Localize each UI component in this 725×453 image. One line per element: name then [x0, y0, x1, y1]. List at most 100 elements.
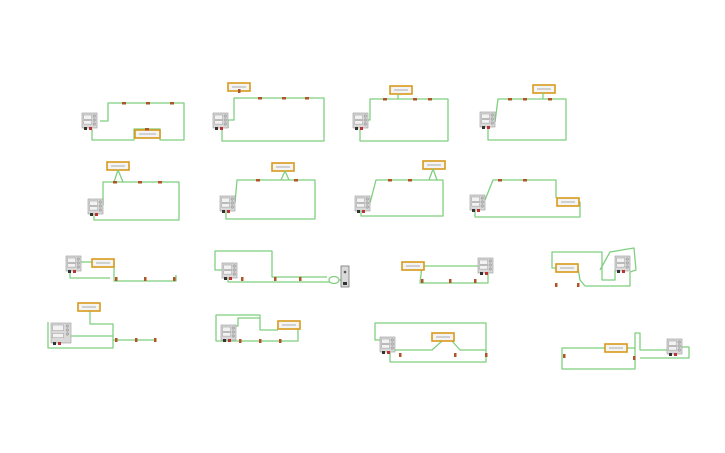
resistor — [115, 277, 118, 281]
device-screen — [616, 257, 625, 263]
resistor — [146, 102, 150, 105]
meter-device — [614, 255, 631, 273]
terminal — [73, 270, 76, 273]
wire — [360, 179, 444, 217]
resistor — [548, 98, 552, 101]
device-screen — [479, 259, 488, 265]
device-screen — [214, 114, 223, 120]
device-knob — [625, 265, 629, 269]
device-knob — [232, 268, 236, 272]
resistor — [258, 97, 262, 100]
device-knob — [488, 267, 492, 271]
resistor — [485, 353, 488, 357]
device-knob — [230, 205, 234, 209]
device-screen — [616, 263, 625, 268]
resistor — [241, 277, 244, 281]
resistor — [173, 277, 176, 281]
wire — [428, 168, 438, 181]
device-screen — [221, 203, 230, 208]
component-label — [277, 320, 301, 330]
device-screen — [354, 120, 363, 125]
device-screen — [668, 340, 677, 346]
terminal — [227, 210, 230, 213]
device-screen — [471, 196, 480, 202]
device-knob — [98, 208, 102, 212]
component-label — [106, 161, 130, 171]
wire-loop — [328, 275, 340, 285]
device-screen — [479, 265, 488, 270]
meter-device — [352, 112, 369, 130]
device-knob — [480, 196, 484, 200]
circuit-12 — [551, 247, 637, 287]
device-knob — [677, 344, 681, 348]
terminal — [617, 270, 620, 273]
wire — [215, 314, 299, 342]
device-knob — [480, 200, 484, 204]
device-screen — [221, 197, 230, 203]
resistor — [305, 97, 309, 100]
terminal — [355, 127, 358, 130]
device-knob — [230, 201, 234, 205]
circuit-1 — [81, 102, 185, 141]
device-knob — [65, 324, 69, 328]
terminal — [382, 351, 385, 354]
device-screen — [222, 332, 231, 337]
component-label — [401, 261, 425, 271]
resistor — [113, 181, 117, 184]
terminal — [622, 270, 625, 273]
circuit-9 — [65, 255, 177, 282]
circuit-13 — [47, 302, 157, 349]
meter-device — [479, 111, 496, 129]
wire — [599, 247, 637, 273]
component-label — [555, 263, 579, 273]
meter-device — [477, 257, 494, 275]
meter-device — [50, 322, 72, 345]
device-knob — [490, 113, 494, 117]
terminal — [362, 210, 365, 213]
resistor — [238, 89, 241, 93]
meter-device — [212, 112, 229, 130]
device-knob — [92, 118, 96, 122]
device-knob — [488, 259, 492, 263]
wire — [484, 179, 557, 201]
meter-device — [81, 112, 98, 130]
device-knob — [231, 334, 235, 338]
terminal — [669, 353, 672, 356]
resistor — [294, 179, 298, 182]
resistor — [144, 277, 147, 281]
wire — [374, 322, 487, 363]
wire — [221, 97, 325, 142]
resistor — [282, 97, 286, 100]
device-screen — [67, 257, 76, 263]
terminal — [480, 272, 483, 275]
resistor — [138, 181, 142, 184]
resistor — [523, 179, 527, 182]
device-knob — [390, 342, 394, 346]
terminal — [360, 127, 363, 130]
wire — [577, 267, 631, 287]
device-screen — [381, 344, 390, 349]
device-knob — [76, 265, 80, 269]
resistor — [563, 354, 566, 358]
resistor — [498, 179, 502, 182]
device-knob — [76, 261, 80, 265]
meter-device — [354, 195, 371, 213]
terminal — [220, 127, 223, 130]
meter-device — [87, 198, 104, 216]
terminal — [84, 127, 87, 130]
resistor — [388, 179, 392, 182]
circuit-15 — [374, 322, 488, 363]
component-label — [91, 258, 115, 268]
device-body — [340, 265, 350, 288]
meter-device — [221, 262, 238, 280]
terminal — [485, 272, 488, 275]
wire — [113, 169, 124, 183]
resistor — [299, 277, 302, 281]
terminal — [222, 210, 225, 213]
device-knob — [365, 201, 369, 205]
wire — [561, 332, 667, 370]
resistor — [158, 181, 162, 184]
wire — [280, 170, 290, 181]
device-knob — [223, 122, 227, 126]
